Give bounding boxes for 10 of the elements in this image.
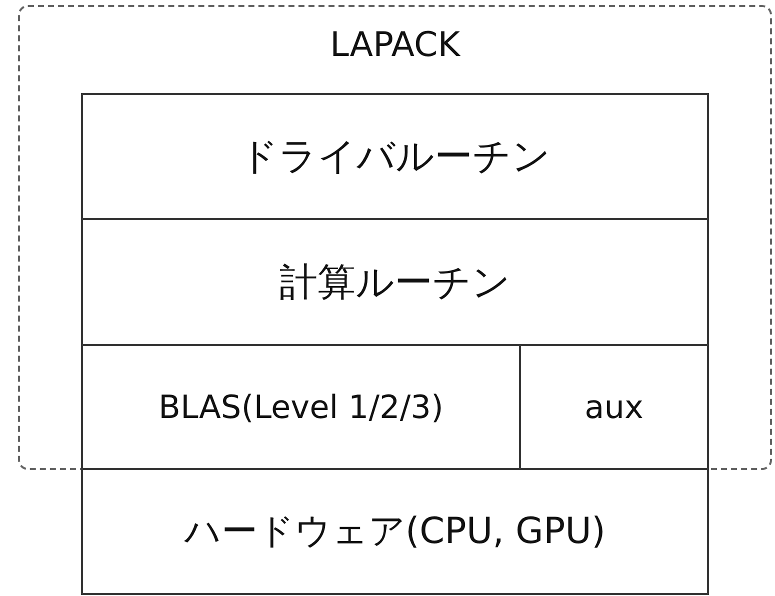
layer-label: 計算ルーチン (280, 258, 510, 306)
layer-label: BLAS(Level 1/2/3) (158, 388, 444, 426)
layer-box (81, 468, 709, 595)
dashed-group-box (18, 5, 772, 470)
layer-label: ドライバルーチン (240, 133, 550, 180)
layer-box (81, 218, 709, 346)
layer-box (81, 93, 709, 220)
layer-label: ハードウェア(CPU, GPU) (184, 510, 606, 554)
layer-label: aux (584, 388, 644, 426)
group-title: LAPACK (328, 25, 462, 65)
